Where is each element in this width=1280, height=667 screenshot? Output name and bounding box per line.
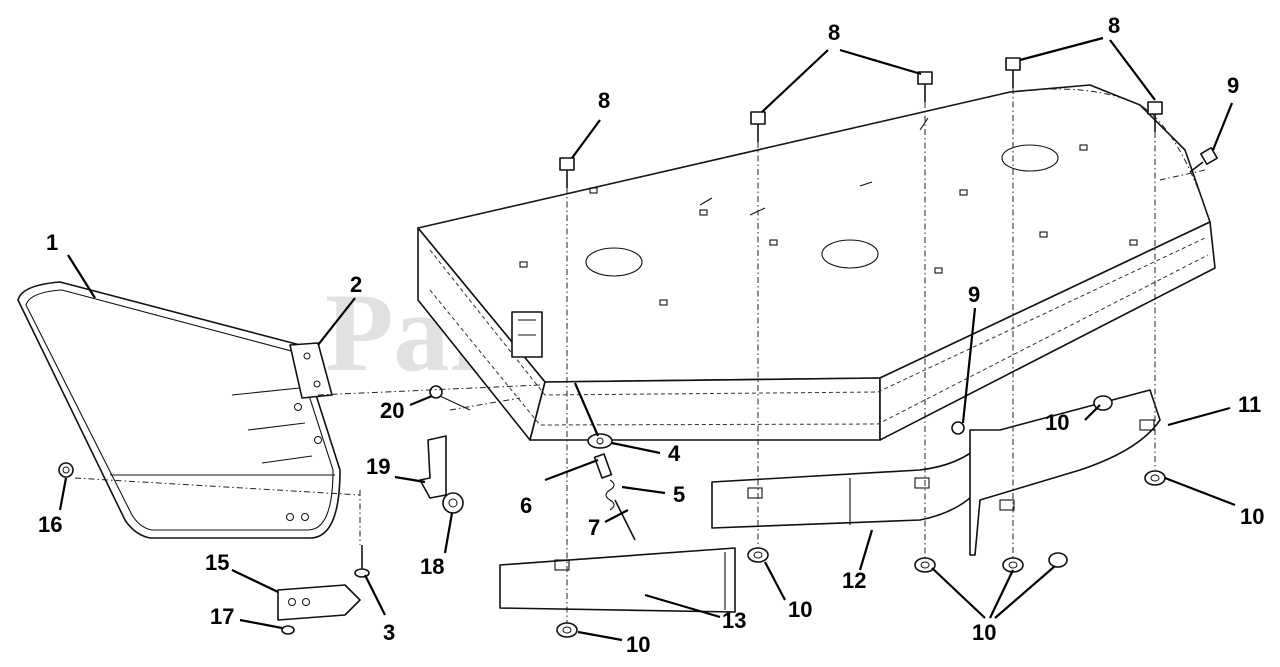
small-fasteners [58,462,370,635]
callout-10-bottom: 10 [626,632,650,657]
callout-19: 19 [366,454,390,479]
bolts-9 [951,147,1218,435]
bolts-8 [559,57,1163,188]
callout-8-left: 8 [598,88,610,113]
hinge-bracket [289,342,333,399]
callout-1: 1 [46,230,58,255]
latch-bracket [277,584,361,621]
callout-5: 5 [673,482,685,507]
callout-3: 3 [383,620,395,645]
deck-mount-bracket [511,311,543,358]
callout-10-center: 10 [788,597,812,622]
nuts-10 [556,395,1166,638]
callout-8-right: 8 [1108,13,1120,38]
deck-housing [417,84,1216,441]
callout-11: 11 [1238,392,1261,417]
lower-baffle [499,547,736,613]
callout-7: 7 [588,515,600,540]
callout-9-middle: 9 [968,282,980,307]
installation-lines [74,88,1206,625]
callout-labels: 1 2 3 4 5 6 7 8 8 8 9 9 10 10 10 10 10 1… [38,13,1264,657]
callout-8-center: 8 [828,20,840,45]
callout-18: 18 [420,554,444,579]
lock-nut-18 [442,492,464,514]
callout-15: 15 [205,550,229,575]
callout-10-right-upper: 10 [1045,410,1069,435]
pivot-assembly [587,433,636,541]
callout-6: 6 [520,493,532,518]
front-baffle [711,444,981,529]
bolt-20 [429,385,471,411]
callout-4: 4 [668,441,681,466]
callout-9-top: 9 [1227,73,1239,98]
callout-12: 12 [842,568,866,593]
callout-13: 13 [722,608,746,633]
callout-10-group: 10 [972,620,996,645]
callout-17: 17 [210,604,234,629]
callout-10-right-lower: 10 [1240,504,1264,529]
side-baffle [969,389,1161,556]
clip [419,435,447,499]
callout-2: 2 [350,272,362,297]
discharge-deflector [17,281,341,539]
leader-lines [58,36,1236,642]
callout-20: 20 [380,398,404,423]
callout-16: 16 [38,512,62,537]
